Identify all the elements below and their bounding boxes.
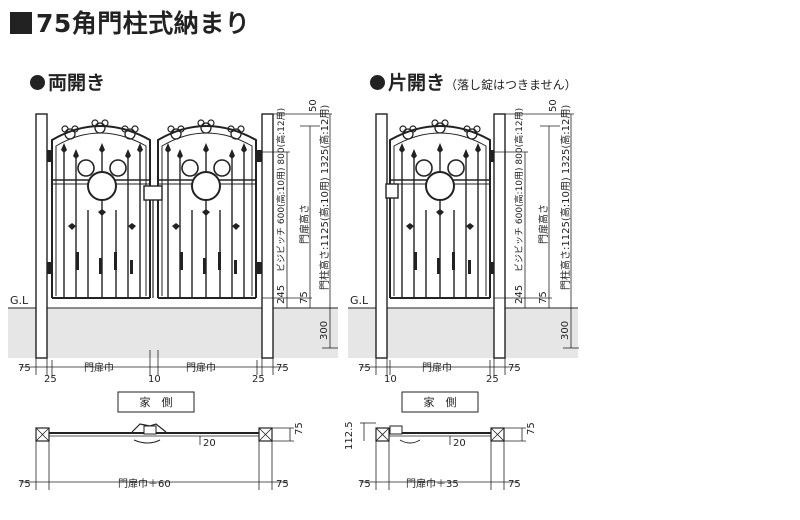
- dim-75-left: 75: [358, 363, 371, 374]
- hinge-icons: [47, 150, 262, 274]
- dim-pitch: ビジビッチ 600(高:10用) 800(高:12用): [275, 108, 287, 272]
- gl-label: G.L: [10, 294, 29, 307]
- dim-25-left: 25: [44, 374, 57, 385]
- right-post: [493, 113, 506, 359]
- bullet-icon: [370, 75, 385, 90]
- right-door-leaf: [157, 119, 257, 299]
- dim-245: 245: [276, 285, 287, 304]
- single-gate-heading: 片開き（落し錠はつきません）: [370, 68, 577, 95]
- latch-icon: [385, 183, 399, 199]
- dim-25-right: 25: [252, 374, 265, 385]
- dim-10: 10: [148, 374, 161, 385]
- left-post: [35, 113, 48, 359]
- house-side-label: 家 側: [140, 395, 173, 409]
- dim-door-width-2: 門扉巾: [186, 361, 216, 374]
- double-gate-heading: 両開き: [30, 68, 105, 95]
- plan-dim-width: 門扉巾＋35: [406, 477, 459, 490]
- plan-dim-75-right: 75: [276, 479, 289, 490]
- single-gate-plan: [375, 425, 505, 445]
- dim-door-width-1: 門扉巾: [84, 361, 114, 374]
- double-gate-elevation: 50 ビジビッチ 600(高:10用) 800(高:12用) 門扉高さ 門柱高さ…: [8, 99, 338, 490]
- title-square-icon: [10, 12, 32, 34]
- dim-245: 245: [514, 285, 525, 304]
- plan-dim-75: 75: [294, 422, 305, 435]
- single-door-leaf: [389, 119, 491, 299]
- plan-dim-width: 門扉巾＋60: [118, 477, 171, 490]
- plan-dim-112-5: 112.5: [344, 421, 355, 450]
- left-post: [375, 113, 388, 359]
- dim-75-right: 75: [276, 363, 289, 374]
- dim-300: 300: [560, 321, 571, 340]
- hinge-icons: [489, 150, 494, 274]
- dim-pitch: ビジビッチ 600(高:10用) 800(高:12用): [513, 108, 525, 272]
- double-gate-plan: [35, 423, 273, 445]
- ground-area: [8, 308, 338, 358]
- plan-dim-20: 20: [203, 438, 216, 449]
- plan-dim-75-right: 75: [508, 479, 521, 490]
- dim-top: 50: [548, 99, 559, 112]
- dim-door-height: 門扉高さ: [537, 204, 550, 244]
- dim-post-height: 門柱高さ:1125(高:10用) 1325(高:12用): [318, 105, 331, 290]
- double-gate-heading-text: 両開き: [48, 72, 106, 94]
- single-gate-elevation: 50 ビジビッチ 600(高:10用) 800(高:12用) 門扉高さ 門柱高さ…: [344, 99, 579, 490]
- dim-300: 300: [319, 321, 330, 340]
- plan-dim-75-left: 75: [358, 479, 371, 490]
- dim-10: 10: [384, 374, 397, 385]
- house-side-box: [117, 391, 195, 413]
- single-gate-note: （落し錠はつきません）: [445, 78, 577, 92]
- dim-75: 75: [299, 291, 310, 304]
- dim-post-height: 門柱高さ:1125(高:10用) 1325(高:12用): [559, 105, 572, 290]
- plan-dim-75: 75: [526, 422, 537, 435]
- plan-dim-20: 20: [453, 438, 466, 449]
- dim-door-width: 門扉巾: [422, 361, 452, 374]
- page-title: 75角門柱式納まり: [10, 4, 250, 40]
- title-text: 75角門柱式納まり: [36, 9, 251, 38]
- single-gate-heading-text: 片開き: [388, 72, 446, 94]
- house-side-label: 家 側: [424, 395, 457, 409]
- plan-dim-75-left: 75: [18, 479, 31, 490]
- gl-label: G.L: [350, 294, 369, 307]
- house-side-box: [401, 391, 479, 413]
- dim-door-height: 門扉高さ: [298, 204, 311, 244]
- dim-75: 75: [538, 291, 549, 304]
- right-post: [261, 113, 274, 359]
- left-door-leaf: [51, 119, 151, 299]
- dim-75-left: 75: [18, 363, 31, 374]
- bullet-icon: [30, 75, 45, 90]
- dim-75-right: 75: [508, 363, 521, 374]
- dim-25: 25: [486, 374, 499, 385]
- dim-top: 50: [308, 99, 319, 112]
- latch-icon: [143, 185, 163, 201]
